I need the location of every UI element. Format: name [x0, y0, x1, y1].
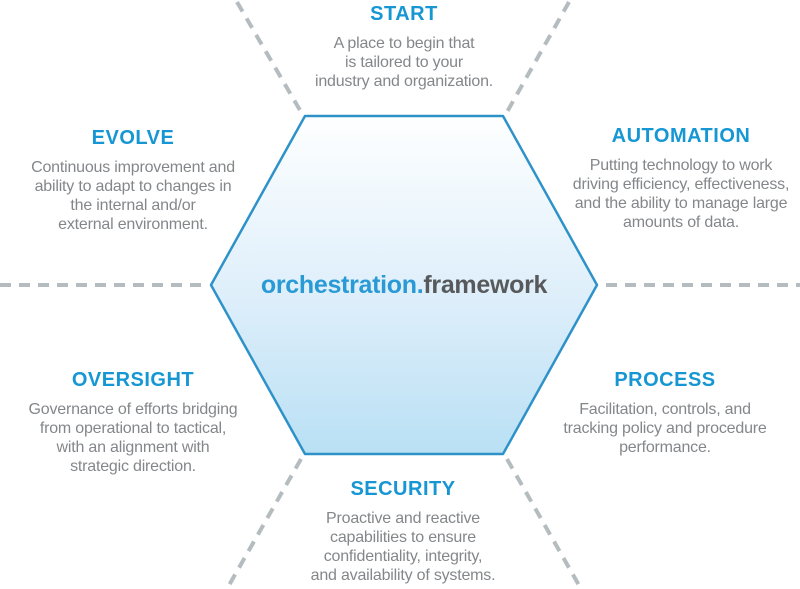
section-evolve-title: EVOLVE: [91, 127, 175, 149]
center-title-secondary: framework: [423, 270, 548, 299]
section-process-title: PROCESS: [614, 369, 716, 391]
dashed-line-top-left: [235, 0, 303, 114]
section-oversight-title: OVERSIGHT: [71, 369, 195, 391]
dashed-line-bottom-right: [505, 458, 582, 588]
section-oversight: OVERSIGHT Governance of efforts bridging…: [0, 368, 293, 476]
section-process: PROCESS Facilitation, controls, and trac…: [505, 368, 800, 457]
section-automation-title: AUTOMATION: [611, 125, 751, 147]
section-automation: AUTOMATION Putting technology to work dr…: [521, 124, 800, 232]
section-start: START A place to begin that is tailored …: [244, 2, 564, 91]
section-security-title: SECURITY: [350, 478, 456, 500]
section-process-description: Facilitation, controls, and tracking pol…: [563, 401, 767, 456]
center-title: orchestration.framework: [211, 116, 597, 454]
hexagon-shape: [209, 114, 599, 456]
section-evolve-description: Continuous improvement and ability to ad…: [31, 159, 235, 233]
section-security-description: Proactive and reactive capabilities to e…: [310, 510, 496, 584]
section-evolve: EVOLVE Continuous improvement and abilit…: [0, 126, 293, 234]
dashed-line-top-right: [505, 1, 571, 113]
section-automation-description: Putting technology to work driving effic…: [572, 157, 790, 231]
section-oversight-description: Governance of efforts bridging from oper…: [28, 401, 238, 475]
dashed-line-bottom-left: [226, 458, 303, 588]
center-title-primary: orchestration.: [260, 270, 424, 299]
section-security: SECURITY Proactive and reactive capabili…: [243, 477, 563, 585]
section-start-description: A place to begin that is tailored to you…: [314, 35, 494, 90]
section-start-title: START: [370, 3, 438, 25]
